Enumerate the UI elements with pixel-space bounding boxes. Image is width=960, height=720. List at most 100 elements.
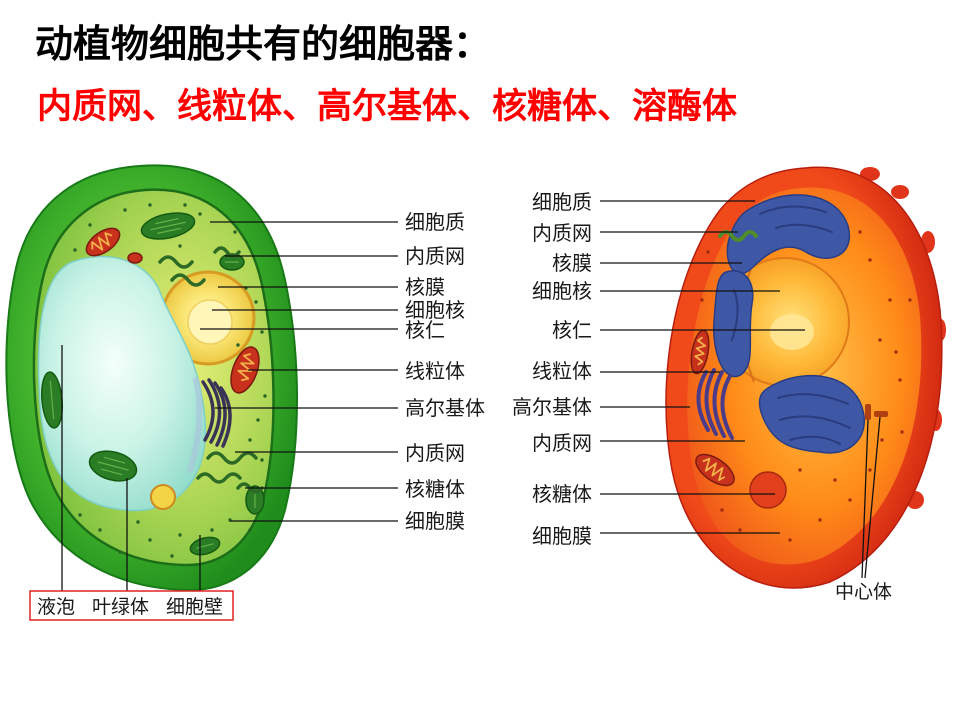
- ribosome-dot: [88, 223, 92, 227]
- animal-lysosome: [749, 471, 787, 509]
- plant-er: [158, 246, 264, 494]
- animal-leader-centrosome-2: [864, 416, 881, 579]
- animal-leader-lines: [600, 200, 881, 579]
- golgi-cisterna: [704, 368, 718, 436]
- ribosome-dot: [170, 554, 174, 558]
- ribosome-dot: [256, 418, 260, 422]
- mitochondrion: [230, 346, 260, 394]
- animal-label-cytoplasm: 细胞质: [532, 190, 592, 214]
- ribosome-dot: [880, 438, 884, 442]
- ribosome-dot: [868, 258, 872, 262]
- ribosome-dot: [878, 338, 882, 342]
- plant-leader-lines: [61, 221, 398, 591]
- animal-label-ribosome: 核糖体: [532, 482, 592, 506]
- plant-label-cell-wall: 细胞壁: [166, 596, 223, 618]
- plant-label-membrane: 细胞膜: [405, 509, 465, 533]
- slide-subtitle: 内质网、线粒体、高尔基体、核糖体、溶酶体: [37, 87, 738, 127]
- plant-labels: 细胞质 内质网 核膜 细胞核 核仁 线粒体 高尔基体 内质网 核糖体 细胞膜: [405, 210, 485, 533]
- ribosome-dot: [858, 230, 862, 234]
- plant-ribosomes: [73, 203, 267, 558]
- ribosome-dot: [900, 430, 904, 434]
- er-texture: [731, 205, 851, 445]
- animal-label-nuclear-envelope: 核膜: [552, 251, 592, 275]
- ribosome-dot: [888, 298, 892, 302]
- plant-nucleolus: [187, 299, 233, 345]
- ribosome-dot: [118, 550, 122, 554]
- plant-specific-box: 液泡 叶绿体 细胞壁: [29, 590, 234, 621]
- ribosome-dot: [868, 468, 872, 472]
- golgi-cisterna: [213, 381, 227, 447]
- animal-mitochondria: [690, 329, 735, 487]
- plant-label-vacuole: 液泡: [37, 596, 75, 618]
- animal-er: [713, 194, 865, 454]
- ribosome-dot: [198, 212, 202, 216]
- animal-label-nucleolus: 核仁: [552, 318, 592, 342]
- chloroplast: [219, 253, 245, 271]
- ribosome-dot: [260, 330, 264, 334]
- ribosome-dot: [183, 203, 187, 207]
- vacuole-rim-shade: [187, 377, 203, 473]
- ribosome-dot: [248, 438, 252, 442]
- er-segment: [158, 255, 194, 269]
- animal-label-golgi: 高尔基体: [512, 395, 592, 419]
- ribosome-dot: [706, 250, 710, 254]
- plant-cell: [5, 164, 298, 592]
- slide-title: 动植物细胞共有的细胞器：: [35, 22, 492, 66]
- ribosome-dot: [818, 518, 822, 522]
- golgi-cisterna: [219, 386, 232, 448]
- membrane-bump: [891, 185, 909, 199]
- animal-label-er-2: 内质网: [532, 431, 592, 455]
- er-band-left: [713, 270, 754, 378]
- plant-label-golgi: 高尔基体: [405, 396, 485, 420]
- ribosome-dot: [833, 478, 837, 482]
- animal-cell: [665, 166, 946, 589]
- ribosome-dot: [908, 298, 912, 302]
- chloroplast: [189, 536, 221, 556]
- golgi-cisterna: [696, 370, 710, 432]
- ribosome-dot: [148, 538, 152, 542]
- plant-label-er-2: 内质网: [405, 441, 465, 465]
- mitochondrion: [695, 453, 735, 487]
- animal-labels: 细胞质 内质网 核膜 细胞核 核仁 线粒体 高尔基体 内质网 核糖体 细胞膜 中…: [512, 190, 892, 603]
- plant-label-nucleus: 细胞核: [405, 298, 465, 322]
- plant-vesicle: [150, 484, 176, 510]
- ribosome-dot: [136, 520, 140, 524]
- ribosome-dot: [248, 528, 252, 532]
- ribosome-dot: [260, 458, 264, 462]
- ribosome-dot: [898, 378, 902, 382]
- mitochondrion: [127, 252, 143, 264]
- chloroplast: [88, 450, 138, 482]
- plant-nucleus: [160, 270, 256, 366]
- mitochondrion: [85, 227, 121, 257]
- ribosome-dot: [700, 298, 704, 302]
- ribosome-dot: [148, 203, 152, 207]
- animal-label-membrane: 细胞膜: [532, 524, 592, 548]
- ribosome-dot: [178, 533, 182, 537]
- ribosome-dot: [236, 343, 240, 347]
- golgi-cisterna: [207, 378, 222, 444]
- ribosome-dot: [254, 300, 258, 304]
- animal-leader-centrosome-1: [861, 419, 869, 579]
- plant-label-chloroplast: 叶绿体: [92, 596, 149, 618]
- er-segment: [206, 451, 258, 465]
- centriole: [865, 404, 871, 420]
- animal-nucleolus: [770, 314, 814, 350]
- animal-label-nucleus: 细胞核: [532, 279, 592, 303]
- ribosome-dot: [788, 538, 792, 542]
- ribosome-dot: [210, 528, 214, 532]
- ribosome-dot: [98, 528, 102, 532]
- golgi-cisterna: [720, 374, 734, 440]
- ribosome-dot: [894, 350, 898, 354]
- plant-chloroplasts: [40, 212, 265, 556]
- animal-label-mitochondrion: 线粒体: [532, 359, 592, 383]
- ribosome-dot: [233, 230, 237, 234]
- animal-label-centrosome: 中心体: [835, 581, 892, 603]
- er-segment: [213, 246, 241, 258]
- plant-golgi: [201, 378, 232, 448]
- mitochondrion: [690, 329, 710, 375]
- ribosome-dot: [848, 498, 852, 502]
- plant-label-nucleolus: 核仁: [405, 318, 445, 342]
- ribosome-dot: [123, 208, 127, 212]
